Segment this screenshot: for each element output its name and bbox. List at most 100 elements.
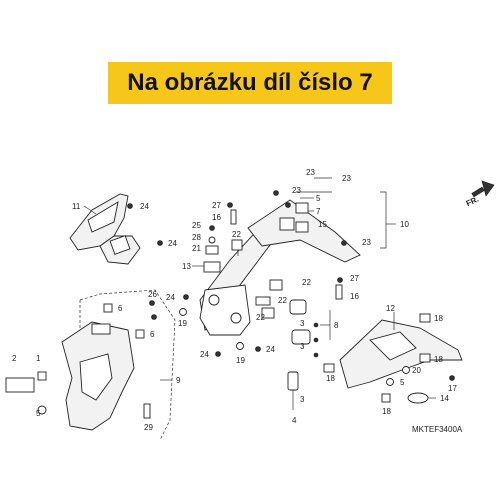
callout-18: 18 xyxy=(382,407,391,416)
washer-part xyxy=(208,236,216,244)
callout-3: 3 xyxy=(300,319,305,328)
callout-24: 24 xyxy=(266,345,275,354)
callout-22: 22 xyxy=(232,230,241,239)
callout-16: 16 xyxy=(350,292,359,301)
clip-part xyxy=(203,261,221,273)
clip-part xyxy=(135,329,145,339)
callout-5: 5 xyxy=(316,194,321,203)
callout-29: 29 xyxy=(144,423,153,432)
callout-18: 18 xyxy=(434,355,443,364)
callout-23: 23 xyxy=(362,238,371,247)
callout-3: 3 xyxy=(300,342,305,351)
clip-part xyxy=(295,202,309,214)
callout-21: 21 xyxy=(192,244,201,253)
callout-24: 24 xyxy=(140,202,149,211)
bolt-part xyxy=(335,284,343,300)
screw-icon xyxy=(449,375,455,381)
reflector-bracket-part xyxy=(289,299,319,358)
clip-part xyxy=(231,239,243,251)
screw-icon xyxy=(227,202,233,208)
screw-icon xyxy=(337,277,343,283)
callout-27: 27 xyxy=(350,274,359,283)
callout-18: 18 xyxy=(434,314,443,323)
callout-12: 12 xyxy=(386,304,395,313)
callout-14: 14 xyxy=(440,394,449,403)
callout-24: 24 xyxy=(168,239,177,248)
reflector-part xyxy=(5,377,35,393)
callout-18: 18 xyxy=(326,374,335,383)
clip-part xyxy=(295,221,309,233)
grommet-part xyxy=(205,245,219,255)
callout-7: 7 xyxy=(316,207,321,216)
callout-19: 19 xyxy=(236,356,245,365)
callout-6: 6 xyxy=(150,330,155,339)
screw-icon xyxy=(151,314,157,320)
callout-22: 22 xyxy=(256,313,265,322)
screw-icon xyxy=(157,240,163,246)
callout-2: 2 xyxy=(12,354,17,363)
diagram-code: MKTEF3400A xyxy=(412,425,463,434)
callout-11: 11 xyxy=(72,202,81,211)
callout-15: 15 xyxy=(318,220,327,229)
callout-28: 28 xyxy=(192,233,201,242)
washer-part xyxy=(402,366,410,374)
clip-part xyxy=(103,303,113,313)
callout-17: 17 xyxy=(448,384,457,393)
rubber-cushion-part xyxy=(407,392,429,404)
bolt-part xyxy=(143,403,151,419)
callout-19: 19 xyxy=(178,319,187,328)
socket-part xyxy=(287,371,299,410)
clip-part xyxy=(269,279,283,291)
callout-24: 24 xyxy=(200,350,209,359)
screw-icon xyxy=(236,342,244,350)
banner-title: Na obrázku díl číslo 7 xyxy=(127,69,373,96)
washer-part xyxy=(386,378,394,386)
callout-26: 26 xyxy=(148,290,157,299)
screw-icon xyxy=(179,308,187,316)
clip-part xyxy=(37,371,47,381)
callout-1: 1 xyxy=(36,354,41,363)
clip-part xyxy=(381,393,391,403)
rear-fender-frame-part xyxy=(199,199,361,336)
clip-part xyxy=(323,363,335,373)
screw-icon xyxy=(341,240,347,246)
callout-22: 22 xyxy=(302,278,311,287)
screw-icon xyxy=(127,203,133,209)
front-arrow-icon xyxy=(471,180,495,198)
callout-8: 8 xyxy=(334,321,339,330)
screw-icon xyxy=(209,225,215,231)
bolt-part xyxy=(230,209,237,225)
callout-23: 23 xyxy=(306,168,315,177)
callout-20: 20 xyxy=(412,366,421,375)
screw-icon xyxy=(273,190,279,196)
callout-9: 9 xyxy=(176,376,181,385)
callout-25: 25 xyxy=(192,221,201,230)
callout-6: 6 xyxy=(118,304,123,313)
screw-icon xyxy=(215,351,221,357)
clip-part xyxy=(261,307,275,319)
callout-13: 13 xyxy=(182,262,191,271)
front-label: FR. xyxy=(465,195,480,209)
seat-cowl-part xyxy=(69,193,141,265)
license-plate-bracket-part xyxy=(61,321,135,431)
screw-icon xyxy=(285,202,291,208)
callout-5: 5 xyxy=(36,409,41,418)
callout-4: 4 xyxy=(292,416,297,425)
callout-5: 5 xyxy=(400,378,405,387)
callout-23: 23 xyxy=(342,174,351,183)
callout-24: 24 xyxy=(166,293,175,302)
title-banner: Na obrázku díl číslo 7 xyxy=(108,62,392,104)
clip-part xyxy=(419,353,431,363)
undertray-part xyxy=(339,319,463,389)
callout-22: 22 xyxy=(278,296,287,305)
callout-23: 23 xyxy=(292,186,301,195)
screw-icon xyxy=(149,300,155,306)
washer-part xyxy=(37,405,47,415)
clip-part xyxy=(419,313,431,323)
callout-3: 3 xyxy=(300,395,305,404)
screw-icon xyxy=(255,346,261,352)
callout-27: 27 xyxy=(212,201,221,210)
clip-part xyxy=(255,296,271,306)
callout-10: 10 xyxy=(400,220,409,229)
